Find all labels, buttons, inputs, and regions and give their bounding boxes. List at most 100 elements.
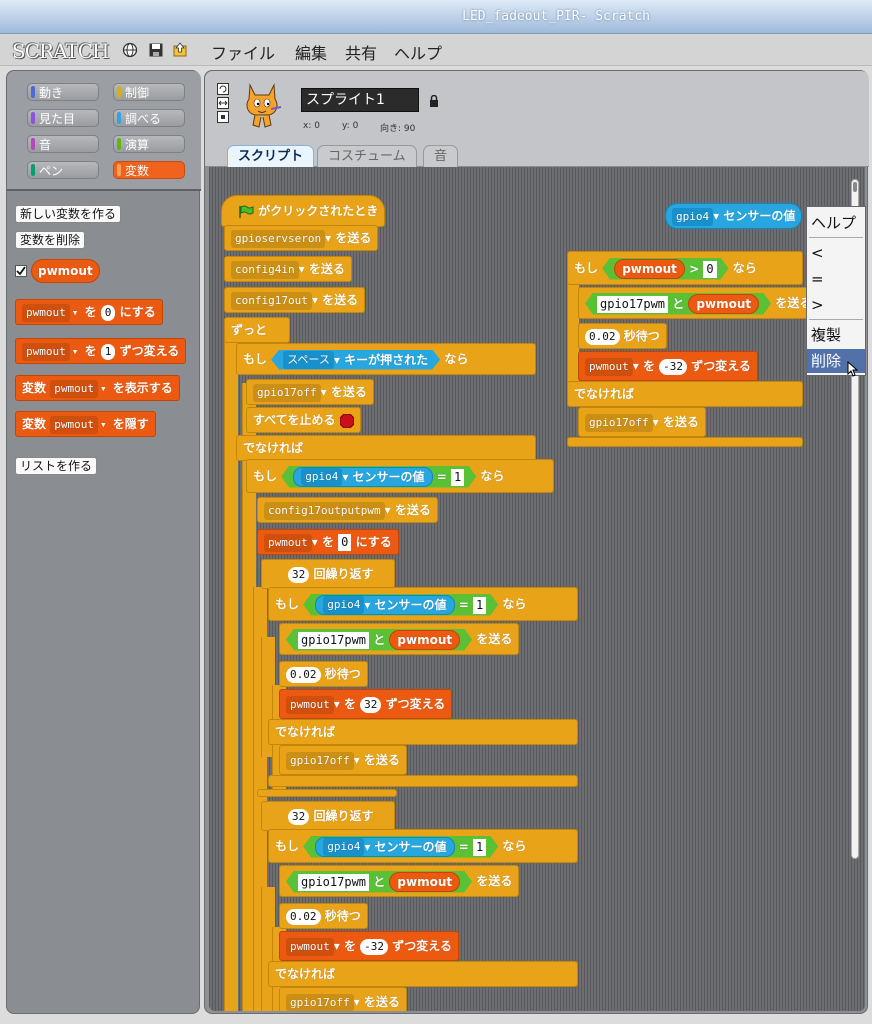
broadcast-block[interactable]: gpio17off▾ を送る — [279, 745, 407, 775]
category-sound[interactable]: 音 — [27, 135, 99, 153]
greater-than-operator[interactable]: pwmout > 0 — [602, 258, 728, 280]
stop-all-block[interactable]: すべてを止める — [246, 407, 361, 433]
context-menu-duplicate[interactable]: 複製 — [811, 326, 842, 344]
equals-operator[interactable]: gpio4▾ センサーの値 = 1 — [281, 466, 476, 488]
checkbox-checked-icon[interactable] — [15, 265, 27, 277]
key-pressed-sensor[interactable]: スペース▾ キーが押された — [271, 350, 440, 370]
sensor-dropdown[interactable]: gpio4 — [672, 207, 714, 226]
change-variable-block[interactable]: pwmout▾ を 32 ずつ変える — [279, 689, 453, 719]
variable-dropdown[interactable]: pwmout — [286, 937, 334, 956]
broadcast-block[interactable]: config4in▾ を送る — [224, 256, 352, 282]
globe-icon[interactable] — [122, 42, 138, 58]
tab-sounds[interactable]: 音 — [423, 145, 459, 167]
message-dropdown[interactable]: gpio17off — [585, 413, 653, 432]
context-menu-delete[interactable]: 削除 — [807, 349, 865, 373]
repeat-count-input[interactable]: 32 — [288, 566, 310, 583]
value-input[interactable]: -32 — [360, 938, 389, 955]
value-input[interactable]: 0 — [703, 261, 716, 278]
set-variable-block[interactable]: pwmout▾ を 0 にする — [257, 529, 399, 555]
broadcast-join-block[interactable]: gpio17pwm と pwmout を送る — [279, 865, 520, 897]
variable-dropdown[interactable]: pwmout — [585, 357, 633, 376]
menu-file[interactable]: ファイル — [211, 44, 276, 63]
if-greater-block[interactable]: もし pwmout > 0 なら — [567, 251, 803, 285]
wait-block[interactable]: 0.02 秒待つ — [578, 323, 667, 349]
broadcast-block[interactable]: gpio17off▾ を送る — [279, 987, 407, 1011]
sensor-dropdown[interactable]: gpio4 — [323, 596, 364, 614]
menu-edit[interactable]: 編集 — [295, 44, 328, 63]
scripts-canvas[interactable]: がクリックされたとき gpioservseron▾ を送る config4in▾… — [209, 167, 865, 1011]
equals-operator[interactable]: gpio4▾ センサーの値 = 1 — [303, 594, 498, 616]
context-menu-greater-than[interactable]: > — [811, 296, 824, 314]
variable-reporter[interactable]: pwmout — [389, 872, 460, 892]
category-operators[interactable]: 演算 — [113, 135, 185, 153]
delete-variable-button[interactable]: 変数を削除 — [15, 231, 86, 249]
join-operator[interactable]: gpio17pwm と pwmout — [286, 629, 472, 651]
variable-dropdown[interactable]: pwmout — [22, 342, 70, 361]
menu-help[interactable]: ヘルプ — [394, 44, 443, 63]
sensor-dropdown[interactable]: gpio4 — [301, 468, 342, 486]
hide-variable-block[interactable]: 変数 pwmout▾ を隠す — [15, 411, 156, 437]
scrollbar-thumb[interactable] — [853, 182, 857, 192]
make-variable-button[interactable]: 新しい変数を作る — [15, 205, 122, 223]
seconds-input[interactable]: 0.02 — [286, 666, 321, 683]
equals-operator[interactable]: gpio4▾ センサーの値 = 1 — [303, 836, 498, 858]
key-dropdown[interactable]: スペース — [283, 351, 334, 369]
message-dropdown[interactable]: config17out — [231, 291, 312, 310]
category-motion[interactable]: 動き — [27, 83, 99, 101]
broadcast-block[interactable]: gpio17off▾ を送る — [578, 407, 706, 437]
context-menu-less-than[interactable]: < — [811, 244, 824, 262]
sensor-dropdown[interactable]: gpio4 — [323, 838, 364, 856]
change-variable-block[interactable]: pwmout▾ を 1 ずつ変える — [15, 338, 187, 364]
text-input[interactable]: gpio17pwm — [298, 874, 369, 891]
value-input[interactable]: 1 — [473, 597, 486, 614]
value-input[interactable]: 1 — [100, 343, 116, 360]
category-control[interactable]: 制御 — [113, 83, 185, 101]
repeat-block[interactable]: 32 回繰り返す — [261, 559, 395, 589]
vertical-scrollbar[interactable] — [851, 179, 859, 859]
message-dropdown[interactable]: gpio17off — [286, 751, 354, 770]
tab-scripts[interactable]: スクリプト — [227, 145, 315, 167]
sensor-value-reporter[interactable]: gpio4▾ センサーの値 — [293, 467, 432, 488]
value-input[interactable]: 0 — [100, 304, 116, 321]
category-looks[interactable]: 見た目 — [27, 109, 99, 127]
value-input[interactable]: 0 — [338, 534, 352, 551]
context-menu-help[interactable]: ヘルプ — [811, 214, 857, 232]
value-input[interactable]: 32 — [360, 696, 382, 713]
lock-icon[interactable] — [429, 95, 439, 107]
variable-dropdown[interactable]: pwmout — [22, 303, 70, 322]
sensor-value-reporter[interactable]: gpio4▾ センサーの値 — [665, 203, 803, 229]
when-flag-clicked-hat[interactable]: がクリックされたとき — [221, 195, 386, 227]
show-variable-block[interactable]: 変数 pwmout▾ を表示する — [15, 375, 180, 401]
text-input[interactable]: gpio17pwm — [298, 632, 369, 649]
forever-block[interactable]: ずっと — [224, 317, 290, 343]
title-bar[interactable]: LED_fadeout_PIR- Scratch — [0, 0, 872, 34]
wait-block[interactable]: 0.02 秒待つ — [279, 661, 368, 687]
repeat-count-input[interactable]: 32 — [288, 808, 310, 825]
seconds-input[interactable]: 0.02 — [585, 328, 620, 345]
share-icon[interactable] — [172, 42, 188, 58]
wait-block[interactable]: 0.02 秒待つ — [279, 903, 368, 929]
context-menu-equals[interactable]: = — [811, 270, 824, 288]
message-dropdown[interactable]: gpio17off — [286, 993, 354, 1011]
variable-dropdown[interactable]: pwmout — [264, 533, 312, 552]
variable-reporter[interactable]: pwmout — [688, 294, 759, 314]
category-sensing[interactable]: 調べる — [113, 109, 185, 127]
value-input[interactable]: 1 — [451, 469, 464, 486]
rotate-style-icon[interactable] — [217, 83, 229, 95]
sensor-value-reporter[interactable]: gpio4▾ センサーの値 — [315, 595, 454, 616]
if-sensor-block[interactable]: もし gpio4▾ センサーの値 = 1 なら — [268, 587, 578, 621]
if-sensor-block[interactable]: もし gpio4▾ センサーの値 = 1 なら — [246, 459, 554, 493]
broadcast-join-block[interactable]: gpio17pwm と pwmout を送る — [279, 623, 520, 655]
set-variable-block[interactable]: pwmout▾ を 0 にする — [15, 299, 163, 325]
save-icon[interactable] — [148, 42, 164, 58]
category-variables[interactable]: 変数 — [113, 161, 185, 179]
sensor-value-reporter[interactable]: gpio4▾ センサーの値 — [315, 837, 454, 858]
if-sensor-block[interactable]: もし gpio4▾ センサーの値 = 1 なら — [268, 829, 578, 863]
join-operator[interactable]: gpio17pwm と pwmout — [286, 871, 472, 893]
category-pen[interactable]: ペン — [27, 161, 99, 179]
broadcast-block[interactable]: gpio17off▾ を送る — [246, 379, 374, 405]
variable-dropdown[interactable]: pwmout — [286, 695, 334, 714]
variable-dropdown[interactable]: pwmout — [50, 379, 98, 398]
tab-costumes[interactable]: コスチューム — [317, 145, 417, 167]
change-variable-block[interactable]: pwmout▾ を -32 ずつ変える — [578, 351, 758, 381]
